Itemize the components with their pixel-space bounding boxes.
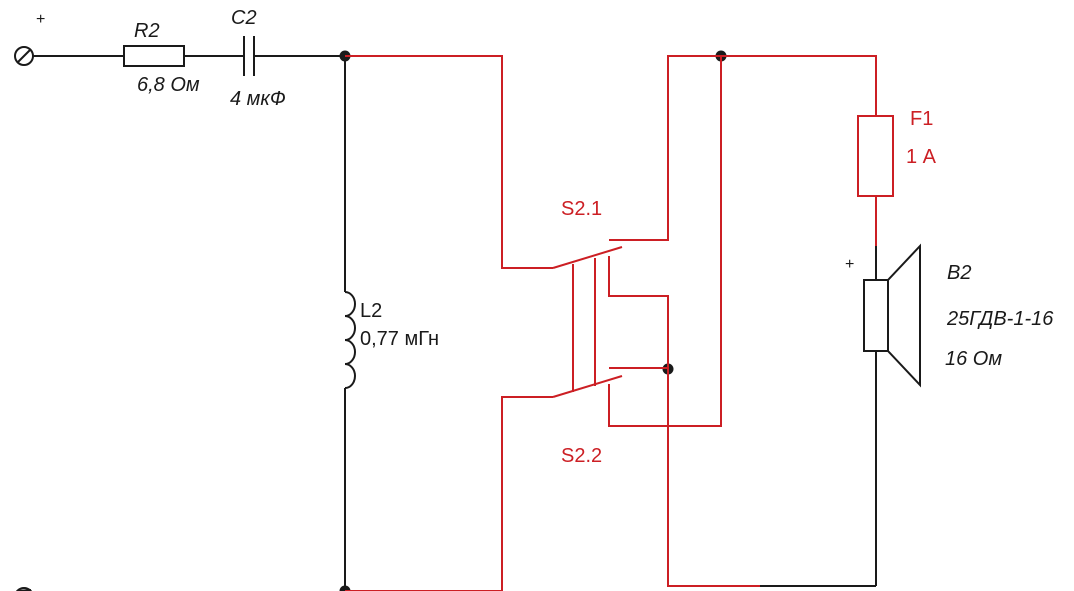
black-wiring: [14, 36, 921, 591]
f1-value-label: 1 А: [906, 146, 937, 168]
speaker-cone: [887, 243, 921, 388]
speaker-plus-label: +: [845, 256, 854, 273]
resistor-r2: [123, 45, 185, 67]
c2-ref-label: C2: [231, 7, 257, 29]
terminal-plus-label: +: [36, 11, 45, 28]
junction-dot-bottom: [339, 585, 351, 591]
red-wiring: [345, 55, 894, 591]
inductor-l2: [344, 291, 356, 389]
r2-ref-label: R2: [134, 20, 160, 42]
s21-label: S2.1: [561, 198, 602, 220]
l2-ref-label: L2: [360, 300, 382, 322]
b2-ref-label: B2: [947, 262, 971, 284]
switch-linkage: [572, 258, 596, 392]
wire-bottom-bus-left: [501, 396, 553, 591]
l2-value-label: 0,77 мГн: [360, 328, 439, 350]
b2-impedance-label: 16 Ом: [945, 348, 1002, 370]
wire-switch-return: [667, 369, 760, 587]
b2-model-label: 25ГДВ-1-16: [946, 308, 1054, 330]
f1-ref-label: F1: [910, 108, 933, 130]
switch-s2-2: [552, 56, 722, 427]
capacitor-c2: [243, 36, 255, 76]
wire-top-bus-left: [345, 55, 553, 269]
speaker-magnet: [863, 279, 889, 352]
switch-s2-1: [552, 55, 877, 369]
c2-value-label: 4 мкФ: [230, 88, 286, 110]
r2-value-label: 6,8 Ом: [137, 74, 200, 96]
s22-label: S2.2: [561, 445, 602, 467]
fuse-f1: [857, 115, 894, 197]
input-terminal-top: [14, 46, 34, 66]
